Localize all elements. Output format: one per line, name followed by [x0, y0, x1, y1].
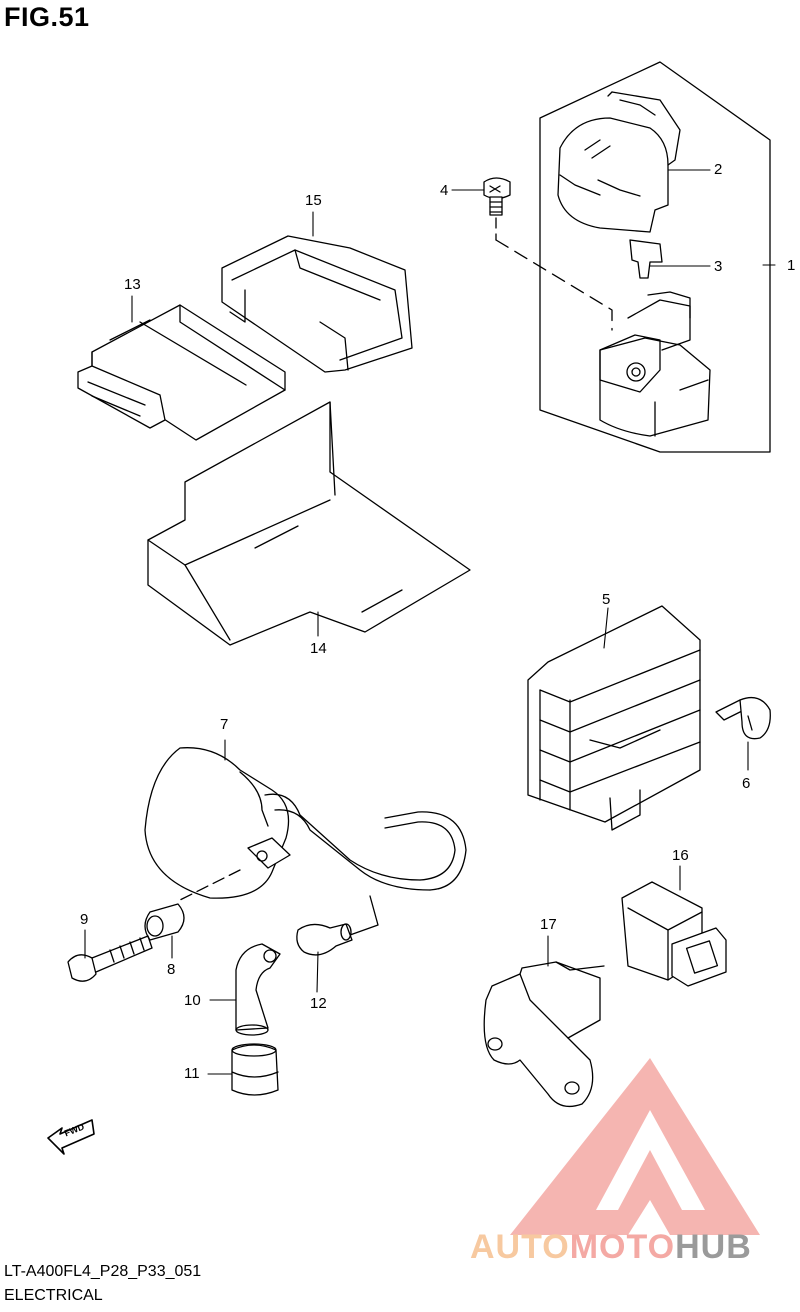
callout-16: 16: [672, 847, 689, 864]
part-2-relay-cover: [557, 91, 681, 233]
starter-relay: [599, 291, 711, 437]
watermark-part-2: MOTO: [569, 1228, 676, 1266]
callout-10: 10: [184, 992, 201, 1009]
callout-3: 3: [714, 258, 723, 275]
footer-code: LT-A400FL4_P28_P33_051: [4, 1263, 202, 1280]
callout-2: 2: [714, 161, 723, 178]
part-15-ecm-cover: [221, 235, 413, 373]
part-12-terminal: [296, 923, 353, 956]
callout-17: 17: [540, 916, 557, 933]
part-13-ecm: [77, 304, 286, 441]
watermark-text: AUTOMOTOHUB: [470, 1228, 752, 1267]
part-7-ignition-coil: [144, 747, 467, 936]
part-5-regulator: [527, 605, 701, 831]
watermark-part-3: HUB: [675, 1228, 752, 1266]
callout-5: 5: [602, 591, 611, 608]
callout-11: 11: [184, 1065, 200, 1082]
callout-14: 14: [310, 640, 327, 657]
part-14-tray: [147, 401, 471, 646]
part-9-bolt: [67, 935, 153, 982]
callout-1: 1: [787, 257, 796, 274]
callout-6: 6: [742, 775, 751, 792]
callout-9: 9: [80, 911, 89, 928]
callout-8: 8: [167, 961, 176, 978]
callout-15: 15: [305, 192, 322, 209]
callout-7: 7: [220, 716, 229, 733]
part-16-connector: [621, 881, 727, 987]
part-8-collar: [144, 903, 185, 941]
fwd-arrow-icon: [47, 1119, 95, 1155]
part-3-fuse: [629, 239, 663, 279]
footer-title: ELECTRICAL: [4, 1287, 103, 1304]
callout-13: 13: [124, 276, 141, 293]
watermark-part-1: AUTO: [470, 1228, 570, 1266]
part-10-plug-cap: [235, 943, 281, 1036]
part-17-bracket: [483, 961, 605, 1108]
part-6-bolt: [715, 696, 771, 740]
callout-4: 4: [440, 182, 449, 199]
part-4-screw: [483, 177, 613, 331]
relay-group-frame: [539, 61, 771, 453]
callout-12: 12: [310, 995, 327, 1012]
leader-lines: [84, 169, 776, 1075]
watermark-logo: [510, 1058, 760, 1235]
part-11-boot: [231, 1043, 279, 1096]
figure-title: FIG.51: [4, 2, 90, 32]
